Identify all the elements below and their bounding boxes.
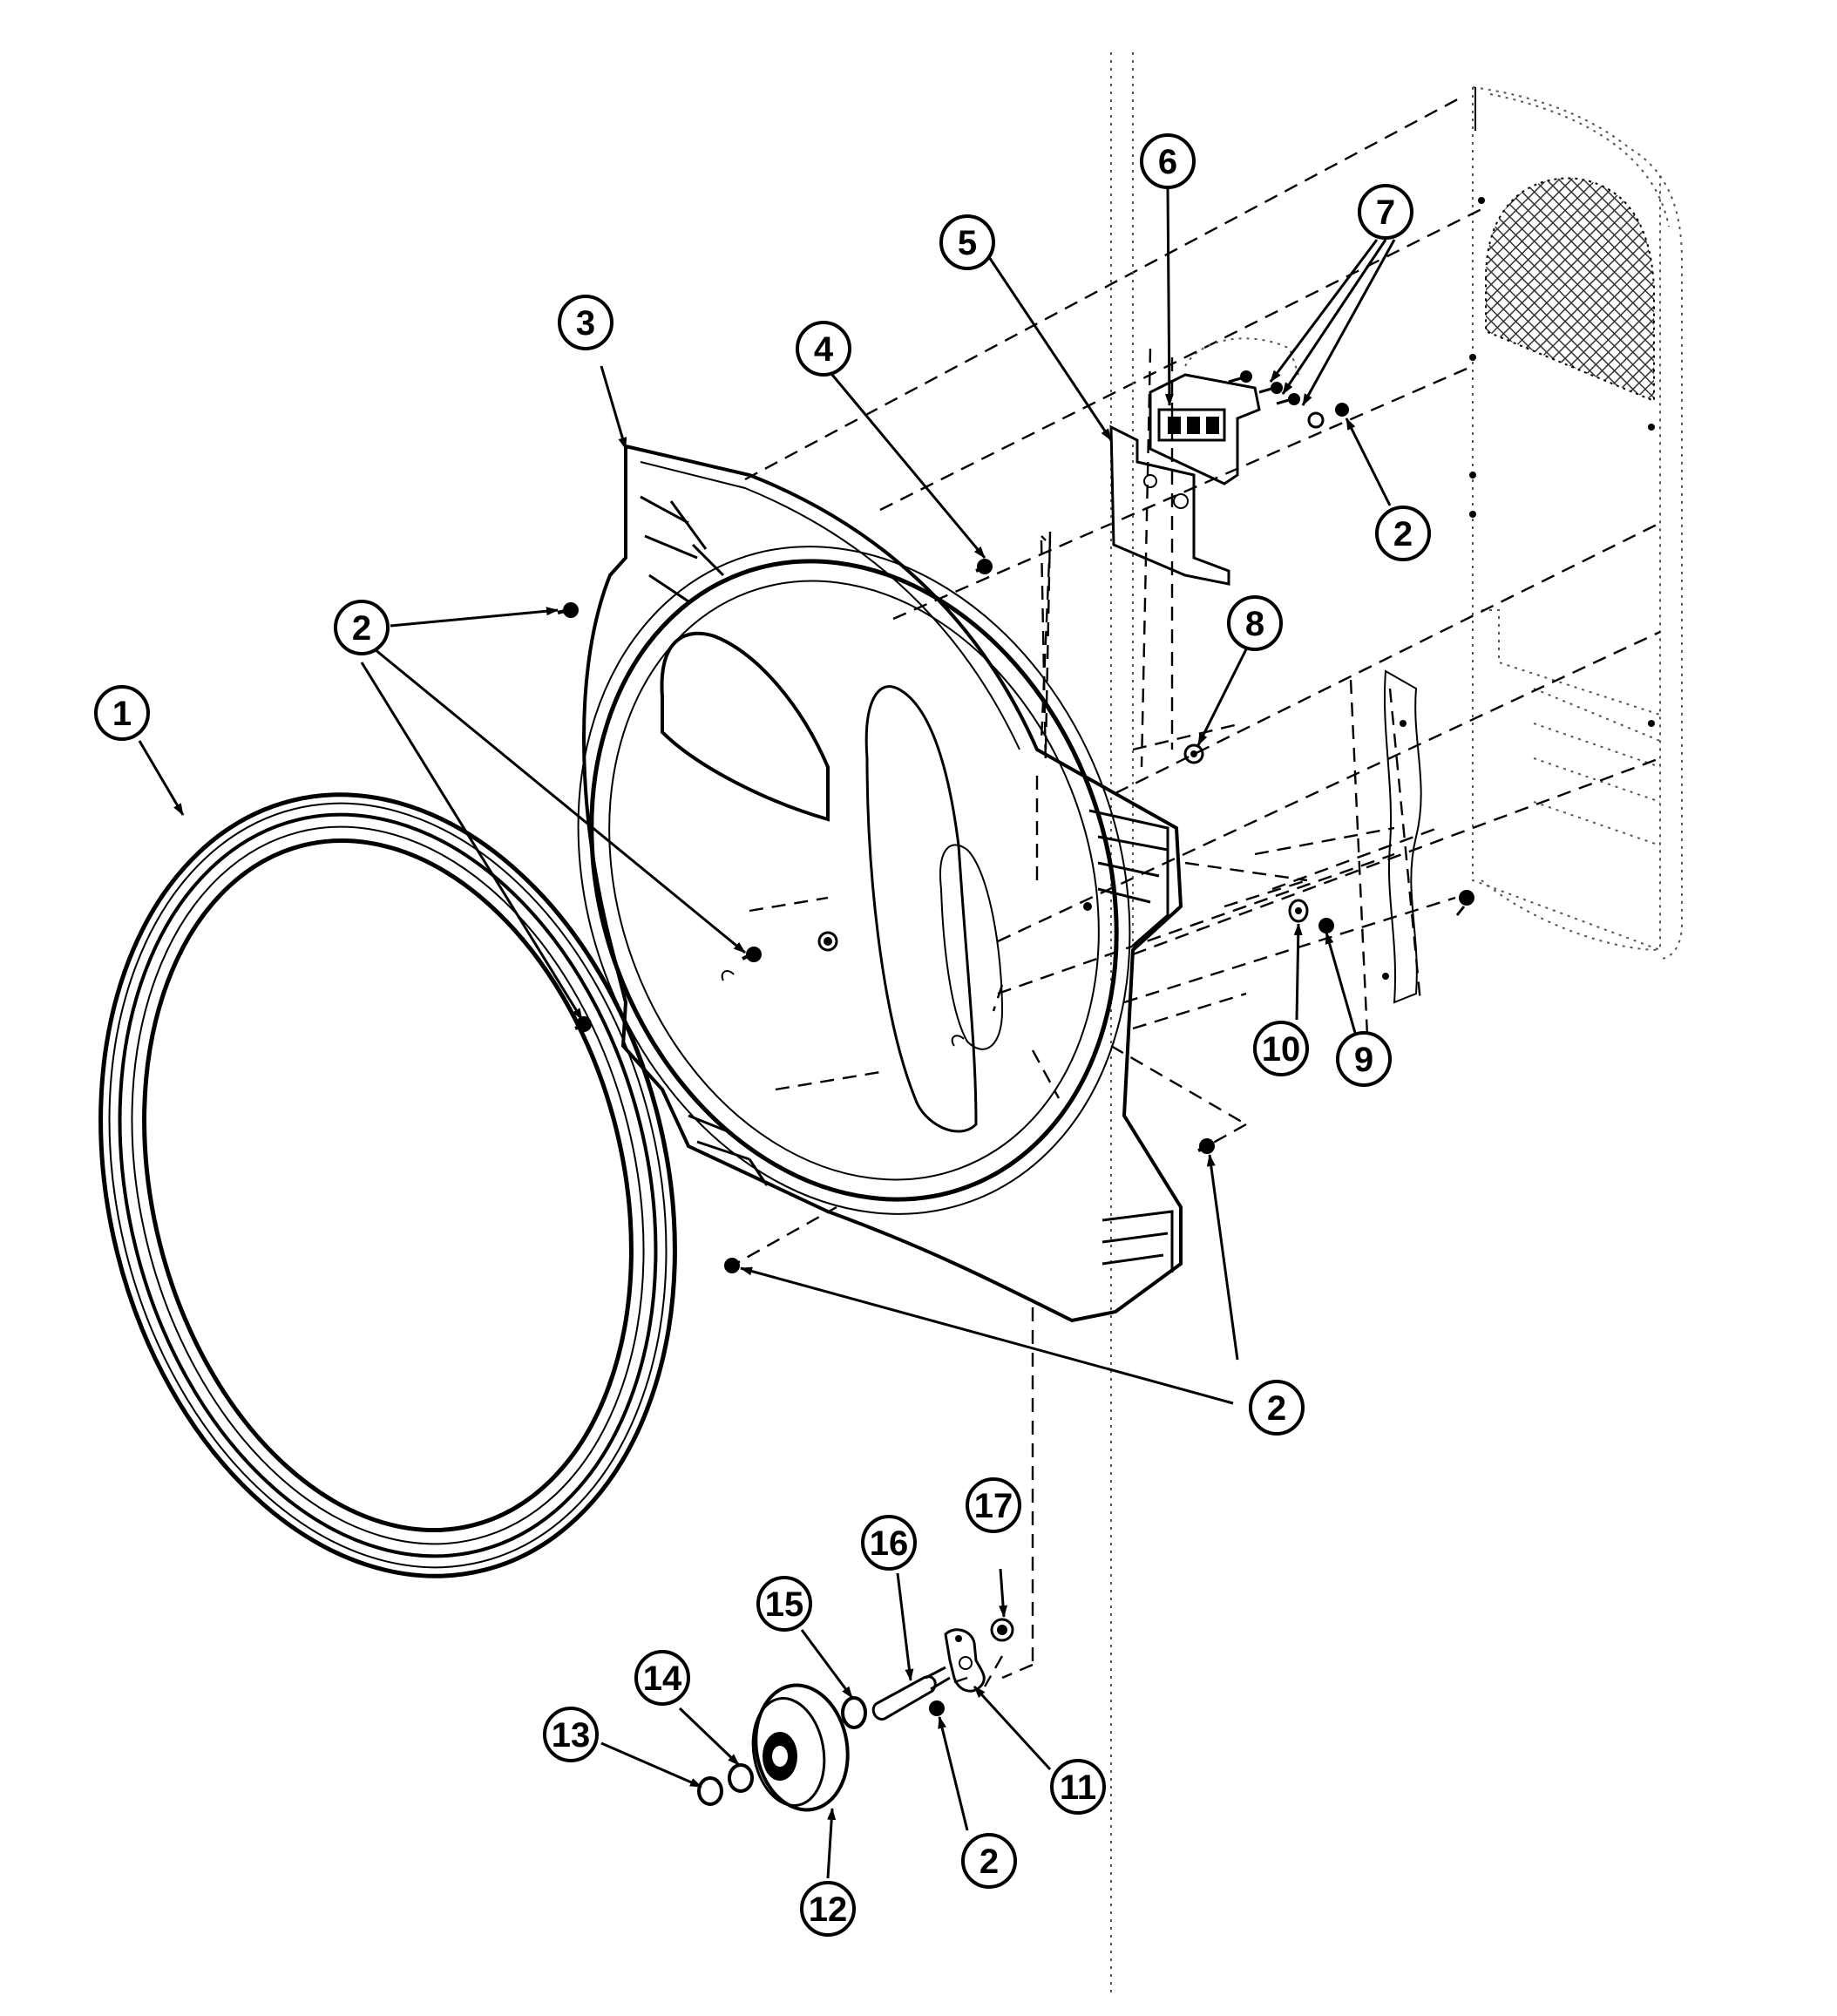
callout-9: 9 [1336, 1031, 1392, 1087]
screw-part9 [1318, 918, 1334, 933]
front-bulkhead [577, 444, 1183, 1323]
callout-16: 16 [861, 1515, 917, 1571]
screw-center [742, 947, 762, 962]
hinge-strip [1382, 669, 1422, 1004]
door-gasket-ring [98, 792, 677, 1578]
callout-4-label: 4 [814, 330, 834, 369]
callout-7: 7 [1358, 184, 1413, 240]
callout-14-label: 14 [643, 1660, 682, 1698]
exhaust-screen [1485, 177, 1655, 403]
screw-part4 [975, 559, 993, 574]
callout-2-terminal-label: 2 [1393, 515, 1413, 553]
washer-part10 [1288, 899, 1309, 923]
callout-1-label: 1 [112, 695, 132, 733]
screw-lower-left [574, 1016, 592, 1032]
callout-5: 5 [939, 214, 995, 270]
callout-3: 3 [558, 295, 613, 350]
callout-12: 12 [800, 1881, 856, 1937]
roller-washers [697, 1696, 867, 1806]
callout-11-label: 11 [1060, 1768, 1096, 1807]
callout-6-label: 6 [1158, 143, 1177, 181]
callout-13: 13 [543, 1707, 599, 1762]
callout-7-label: 7 [1376, 193, 1395, 232]
screw-top-left [557, 602, 579, 618]
roller-wheel [751, 1683, 850, 1812]
callout-5-label: 5 [958, 224, 977, 262]
callout-2-roller: 2 [961, 1833, 1017, 1889]
callout-8-label: 8 [1245, 605, 1264, 643]
callout-17: 17 [966, 1477, 1021, 1533]
assembly-lines [727, 94, 1661, 1687]
callout-10-label: 10 [1262, 1030, 1301, 1069]
callout-4: 4 [796, 321, 851, 377]
callout-3-label: 3 [576, 304, 595, 343]
callout-8: 8 [1227, 595, 1283, 651]
callout-2-lower-right: 2 [1249, 1380, 1305, 1436]
screw-right [1197, 1138, 1215, 1154]
terminal-screws [1228, 370, 1300, 405]
callout-16-label: 16 [870, 1524, 909, 1563]
rear-panel-screw [1455, 890, 1474, 916]
rear-panel [1469, 86, 1683, 960]
callout-2-lower-right-label: 2 [1267, 1389, 1286, 1428]
callout-13-label: 13 [552, 1716, 591, 1755]
roller-screw [929, 1700, 945, 1716]
callout-14: 14 [634, 1650, 690, 1706]
callout-15-label: 15 [765, 1585, 804, 1624]
nut-part8 [1183, 743, 1204, 764]
callout-15: 15 [756, 1576, 812, 1632]
callout-1: 1 [94, 685, 150, 741]
callout-12-label: 12 [809, 1890, 848, 1929]
callout-17-label: 17 [974, 1487, 1013, 1525]
callout-9-label: 9 [1354, 1041, 1373, 1079]
roller-shaft [871, 1666, 951, 1721]
callout-11: 11 [1050, 1759, 1106, 1815]
callout-2-terminal: 2 [1375, 506, 1431, 561]
terminal-block [1149, 337, 1299, 485]
screw-bottom [724, 1258, 740, 1273]
callout-2-left: 2 [334, 600, 390, 655]
terminal-mount-screw [1307, 403, 1349, 429]
callout-2-roller-label: 2 [980, 1843, 999, 1881]
callout-10: 10 [1253, 1021, 1309, 1076]
callout-2-left-label: 2 [352, 609, 371, 648]
terminal-bracket [1109, 424, 1230, 586]
leader-lines [138, 187, 1396, 1879]
callout-6: 6 [1140, 133, 1196, 189]
roller-bracket [944, 1618, 1014, 1693]
